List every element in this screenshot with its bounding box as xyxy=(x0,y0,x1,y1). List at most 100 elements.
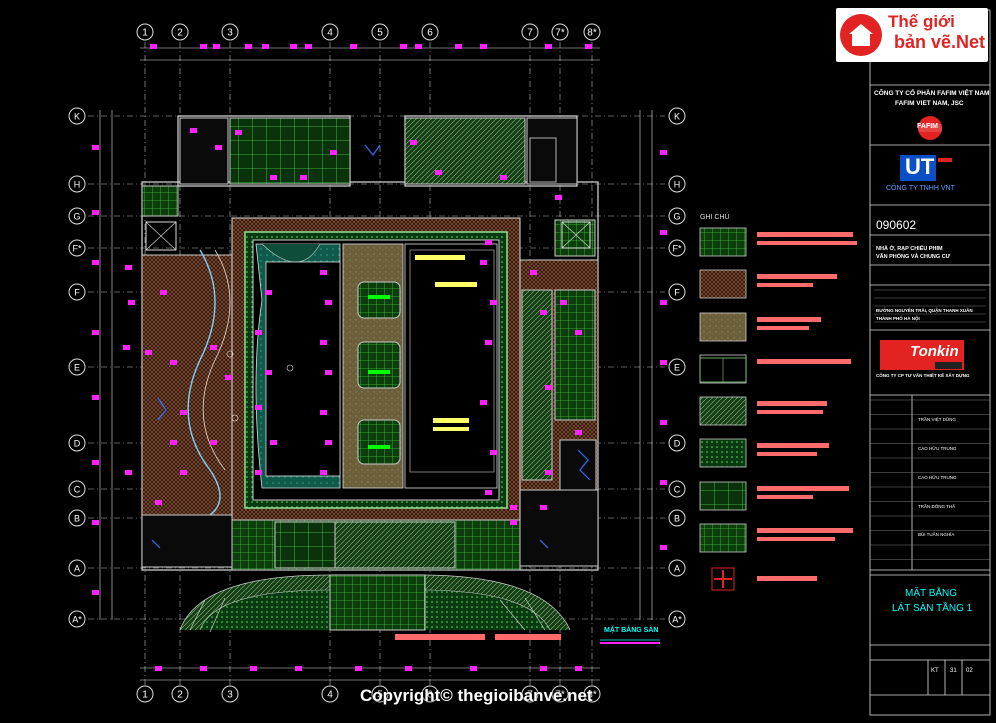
column-axis-1: 1 xyxy=(136,685,154,703)
svg-text:6: 6 xyxy=(427,690,433,701)
column-axis-3: 3 xyxy=(221,23,239,41)
column-axis-3: 3 xyxy=(221,685,239,703)
legend-swatch xyxy=(699,269,747,299)
column-axis-2: 2 xyxy=(171,685,189,703)
house-icon xyxy=(840,14,882,56)
svg-text:H: H xyxy=(674,180,681,190)
row-axis-D: D xyxy=(68,434,86,452)
location-2: THÀNH PHỐ HÀ NỘI xyxy=(876,316,920,321)
svg-text:C: C xyxy=(74,485,81,495)
legend-title: GHI CHÚ xyxy=(700,214,730,221)
svg-text:7: 7 xyxy=(527,28,533,39)
column-axis-7: 7 xyxy=(521,685,539,703)
svg-text:4: 4 xyxy=(327,690,333,701)
column-axis-4: 4 xyxy=(321,23,339,41)
row-axis-F*: F* xyxy=(68,239,86,257)
copyright-watermark: Copyright© thegioibanve.net xyxy=(360,686,593,705)
person-3: CAO HỮU TRUNG xyxy=(918,475,957,480)
column-axis-5: 5 xyxy=(371,23,389,41)
column-axis-5: 5 xyxy=(371,685,389,703)
drawing-title-1: MẶT BẰNG xyxy=(905,588,958,599)
svg-text:8*: 8* xyxy=(587,28,597,39)
legend-swatch xyxy=(699,481,747,511)
location-1: ĐƯỜNG NGUYỄN TRÃI, QUẬN THANH XUÂN xyxy=(876,308,973,313)
svg-text:5: 5 xyxy=(377,690,383,701)
svg-text:D: D xyxy=(74,439,81,449)
person-2: CAO HỮU TRUNG xyxy=(918,446,957,451)
svg-text:K: K xyxy=(74,112,80,122)
svg-text:H: H xyxy=(74,180,81,190)
svg-text:2: 2 xyxy=(177,690,183,701)
row-axis-C: C xyxy=(68,480,86,498)
row-axis-G: G xyxy=(68,207,86,225)
row-axis-E: E xyxy=(668,358,686,376)
row-axis-K: K xyxy=(668,107,686,125)
plan-label: MẶT BẰNG SÀN xyxy=(604,627,659,634)
svg-text:B: B xyxy=(74,514,80,524)
svg-text:B: B xyxy=(674,514,680,524)
row-axis-A*: A* xyxy=(68,610,86,628)
project-number: 090602 xyxy=(876,218,917,232)
svg-text:8*: 8* xyxy=(587,690,597,701)
svg-text:A*: A* xyxy=(72,615,82,625)
svg-text:6: 6 xyxy=(427,28,433,39)
row-axis-K: K xyxy=(68,107,86,125)
sheet-number: 31 xyxy=(950,668,957,674)
row-axis-B: B xyxy=(668,509,686,527)
svg-text:5: 5 xyxy=(377,28,383,39)
row-axis-C: C xyxy=(668,480,686,498)
column-axis-6: 6 xyxy=(421,23,439,41)
owner-sub: FAFIM VIET NAM, JSC xyxy=(895,100,964,107)
row-axis-F: F xyxy=(68,283,86,301)
svg-text:F: F xyxy=(674,288,680,298)
sheet-code: KT xyxy=(931,668,939,674)
watermark-logo: Thế giới bản vẽ.Net xyxy=(836,8,988,62)
svg-text:1: 1 xyxy=(142,28,148,39)
row-axis-A: A xyxy=(68,559,86,577)
row-axis-G: G xyxy=(668,207,686,225)
project-desc-1: NHÀ Ở, RẠP CHIẾU PHIM xyxy=(876,246,943,252)
svg-text:G: G xyxy=(73,212,80,222)
logo-line-1: Thế giới xyxy=(888,12,955,31)
column-axis-2: 2 xyxy=(171,23,189,41)
legend-swatch xyxy=(699,438,747,468)
svg-text:2: 2 xyxy=(177,28,183,39)
svg-text:4: 4 xyxy=(327,28,333,39)
row-axis-H: H xyxy=(68,175,86,193)
svg-text:G: G xyxy=(673,212,680,222)
column-axis-7: 7 xyxy=(521,23,539,41)
drawing-title-2: LÁT SÀN TẦNG 1 xyxy=(892,603,973,614)
column-axis-6: 6 xyxy=(421,685,439,703)
contractor-logo: UT xyxy=(905,154,935,179)
column-axis-1: 1 xyxy=(136,23,154,41)
designer-name: CÔNG TY CP TƯ VẤN THIẾT KẾ XÂY DỰNG xyxy=(876,373,970,378)
column-axis-8*: 8* xyxy=(583,23,601,41)
svg-text:7*: 7* xyxy=(555,690,565,701)
svg-text:A: A xyxy=(674,564,680,574)
designer-logo: Tonkin xyxy=(910,343,959,360)
svg-text:K: K xyxy=(674,112,680,122)
svg-text:F: F xyxy=(74,288,80,298)
svg-text:A: A xyxy=(74,564,80,574)
legend-swatch xyxy=(699,312,747,342)
svg-text:A*: A* xyxy=(672,615,682,625)
svg-text:E: E xyxy=(674,363,680,373)
svg-text:3: 3 xyxy=(227,690,233,701)
svg-text:1: 1 xyxy=(142,690,148,701)
svg-text:7: 7 xyxy=(527,690,533,701)
person-1: TRẦN VIỆT DŨNG xyxy=(918,417,956,422)
owner-name: CÔNG TY CỔ PHẦN FAFIM VIỆT NAM xyxy=(874,90,990,97)
row-axis-H: H xyxy=(668,175,686,193)
svg-text:F*: F* xyxy=(673,244,682,254)
row-axis-A*: A* xyxy=(668,610,686,628)
svg-text:3: 3 xyxy=(227,28,233,39)
svg-text:7*: 7* xyxy=(555,28,565,39)
column-axis-4: 4 xyxy=(321,685,339,703)
legend-swatch xyxy=(699,396,747,426)
svg-text:D: D xyxy=(674,439,681,449)
row-axis-D: D xyxy=(668,434,686,452)
column-axis-7*: 7* xyxy=(551,685,569,703)
svg-text:C: C xyxy=(674,485,681,495)
person-4: TRẦN ĐÔNG THẮ xyxy=(918,504,956,509)
column-axis-8*: 8* xyxy=(583,685,601,703)
